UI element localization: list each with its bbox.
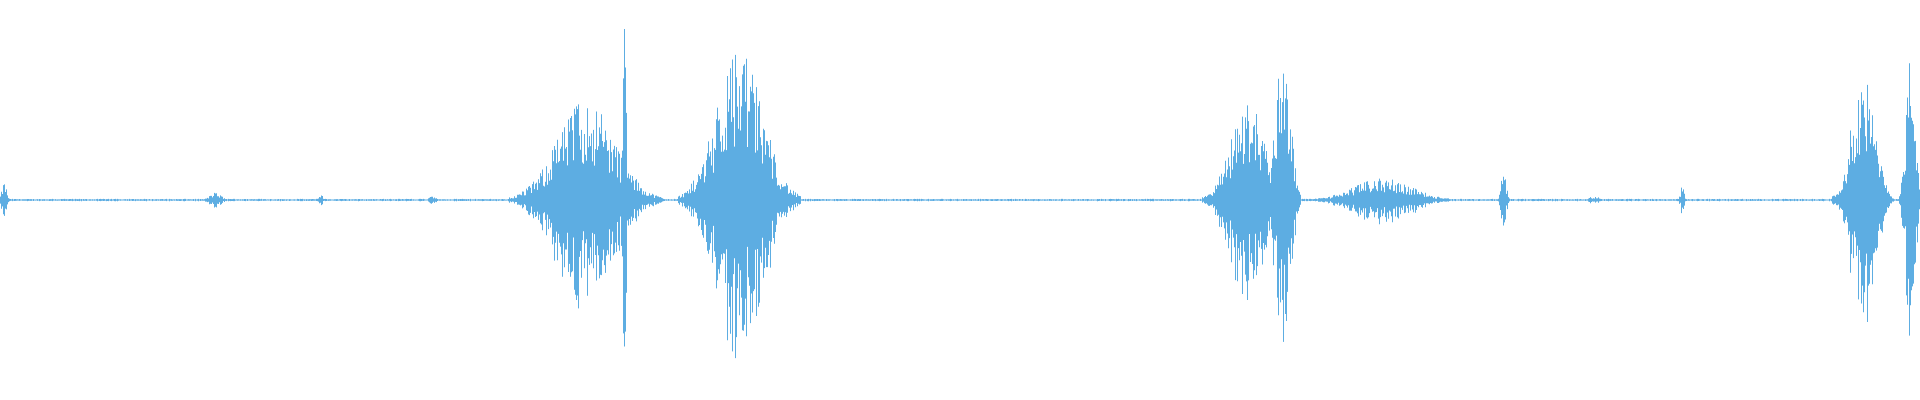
waveform-amplitude-path	[0, 29, 1920, 359]
waveform-bars	[0, 29, 1920, 359]
